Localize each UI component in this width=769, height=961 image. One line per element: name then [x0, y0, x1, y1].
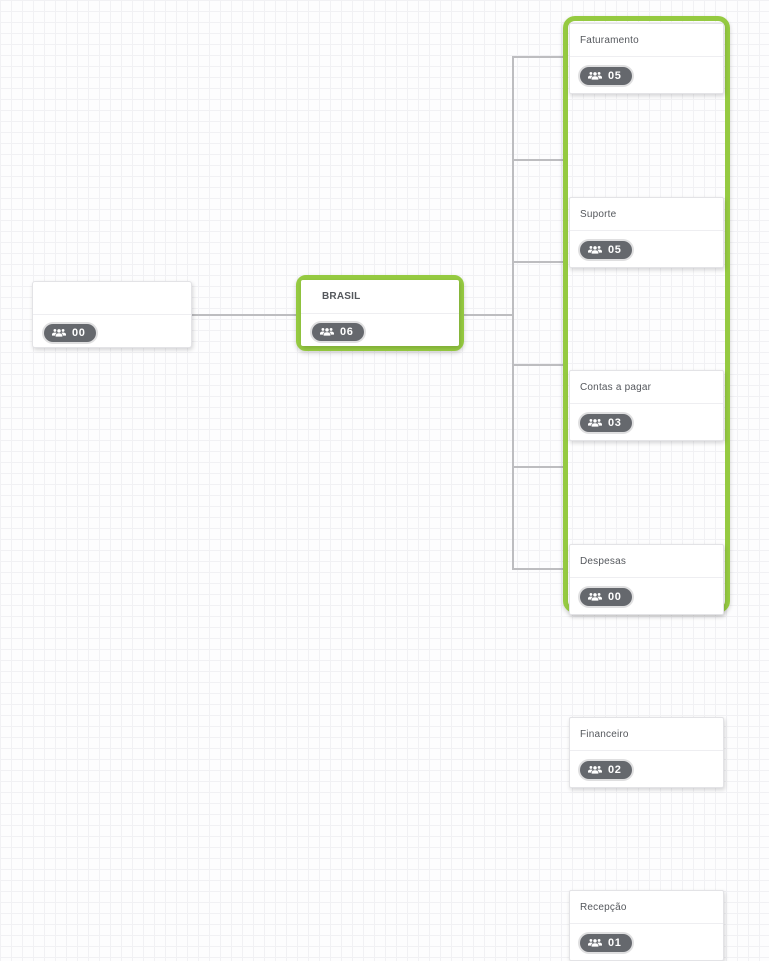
badge-row: 05: [570, 57, 723, 86]
org-node-recepcao[interactable]: Recepção 01: [569, 890, 724, 961]
node-title: Contas a pagar: [570, 371, 723, 404]
badge-row: 06: [301, 314, 459, 342]
member-count-badge[interactable]: 06: [312, 323, 365, 341]
org-node-financeiro[interactable]: Financeiro 02: [569, 717, 724, 788]
org-node-despesas[interactable]: Despesas 00: [569, 544, 724, 615]
member-count-badge[interactable]: 01: [580, 934, 633, 952]
org-chart-canvas: 00 BRASIL 06 Faturamento 05: [32, 16, 730, 961]
badge-row: 02: [570, 751, 723, 780]
badge-row: 00: [570, 578, 723, 607]
member-count: 05: [608, 244, 622, 256]
org-node-brasil[interactable]: BRASIL 06: [301, 280, 459, 346]
member-count-badge[interactable]: 02: [580, 761, 633, 779]
member-count-badge[interactable]: 00: [580, 588, 633, 606]
connector-branch-faturamento: [513, 56, 563, 58]
member-count: 06: [340, 326, 354, 338]
users-group-icon: [588, 938, 602, 948]
connector-branch-despesas: [513, 364, 563, 366]
connector-trunk: [512, 56, 514, 570]
users-group-icon: [320, 327, 334, 337]
member-count: 01: [608, 937, 622, 949]
badge-row: 00: [33, 315, 191, 343]
users-group-icon: [588, 765, 602, 775]
node-title: Despesas: [570, 545, 723, 578]
org-node-contas-a-pagar[interactable]: Contas a pagar 03: [569, 370, 724, 441]
member-count-badge[interactable]: 00: [44, 324, 97, 342]
connector-brasil-to-trunk: [464, 314, 513, 316]
badge-row: 01: [570, 924, 723, 953]
connector-branch-suporte: [513, 159, 563, 161]
selection-highlight-departments: Faturamento 05 Suporte 05 Contas a pagar: [563, 16, 730, 961]
badge-row: 03: [570, 404, 723, 433]
node-title: [33, 282, 191, 315]
connector-branch-financeiro: [513, 466, 563, 468]
org-node-root[interactable]: 00: [32, 281, 192, 348]
badge-row: 05: [570, 231, 723, 260]
member-count: 00: [72, 327, 86, 339]
users-group-icon: [588, 245, 602, 255]
selection-highlight-brasil: BRASIL 06: [296, 275, 464, 351]
org-node-faturamento[interactable]: Faturamento 05: [569, 23, 724, 94]
node-title: Faturamento: [570, 24, 723, 57]
org-node-suporte[interactable]: Suporte 05: [569, 197, 724, 268]
users-group-icon: [52, 328, 66, 338]
member-count: 00: [608, 591, 622, 603]
member-count-badge[interactable]: 03: [580, 414, 633, 432]
member-count: 02: [608, 764, 622, 776]
connector-root-to-brasil: [192, 314, 296, 316]
node-title: BRASIL: [301, 280, 459, 314]
member-count: 05: [608, 70, 622, 82]
node-title: Recepção: [570, 891, 723, 924]
users-group-icon: [588, 71, 602, 81]
users-group-icon: [588, 418, 602, 428]
connector-branch-contas-a-pagar: [513, 261, 563, 263]
node-title: Financeiro: [570, 718, 723, 751]
connector-branch-recepcao: [513, 568, 563, 570]
users-group-icon: [588, 592, 602, 602]
node-title: Suporte: [570, 198, 723, 231]
member-count: 03: [608, 417, 622, 429]
member-count-badge[interactable]: 05: [580, 67, 633, 85]
member-count-badge[interactable]: 05: [580, 241, 633, 259]
